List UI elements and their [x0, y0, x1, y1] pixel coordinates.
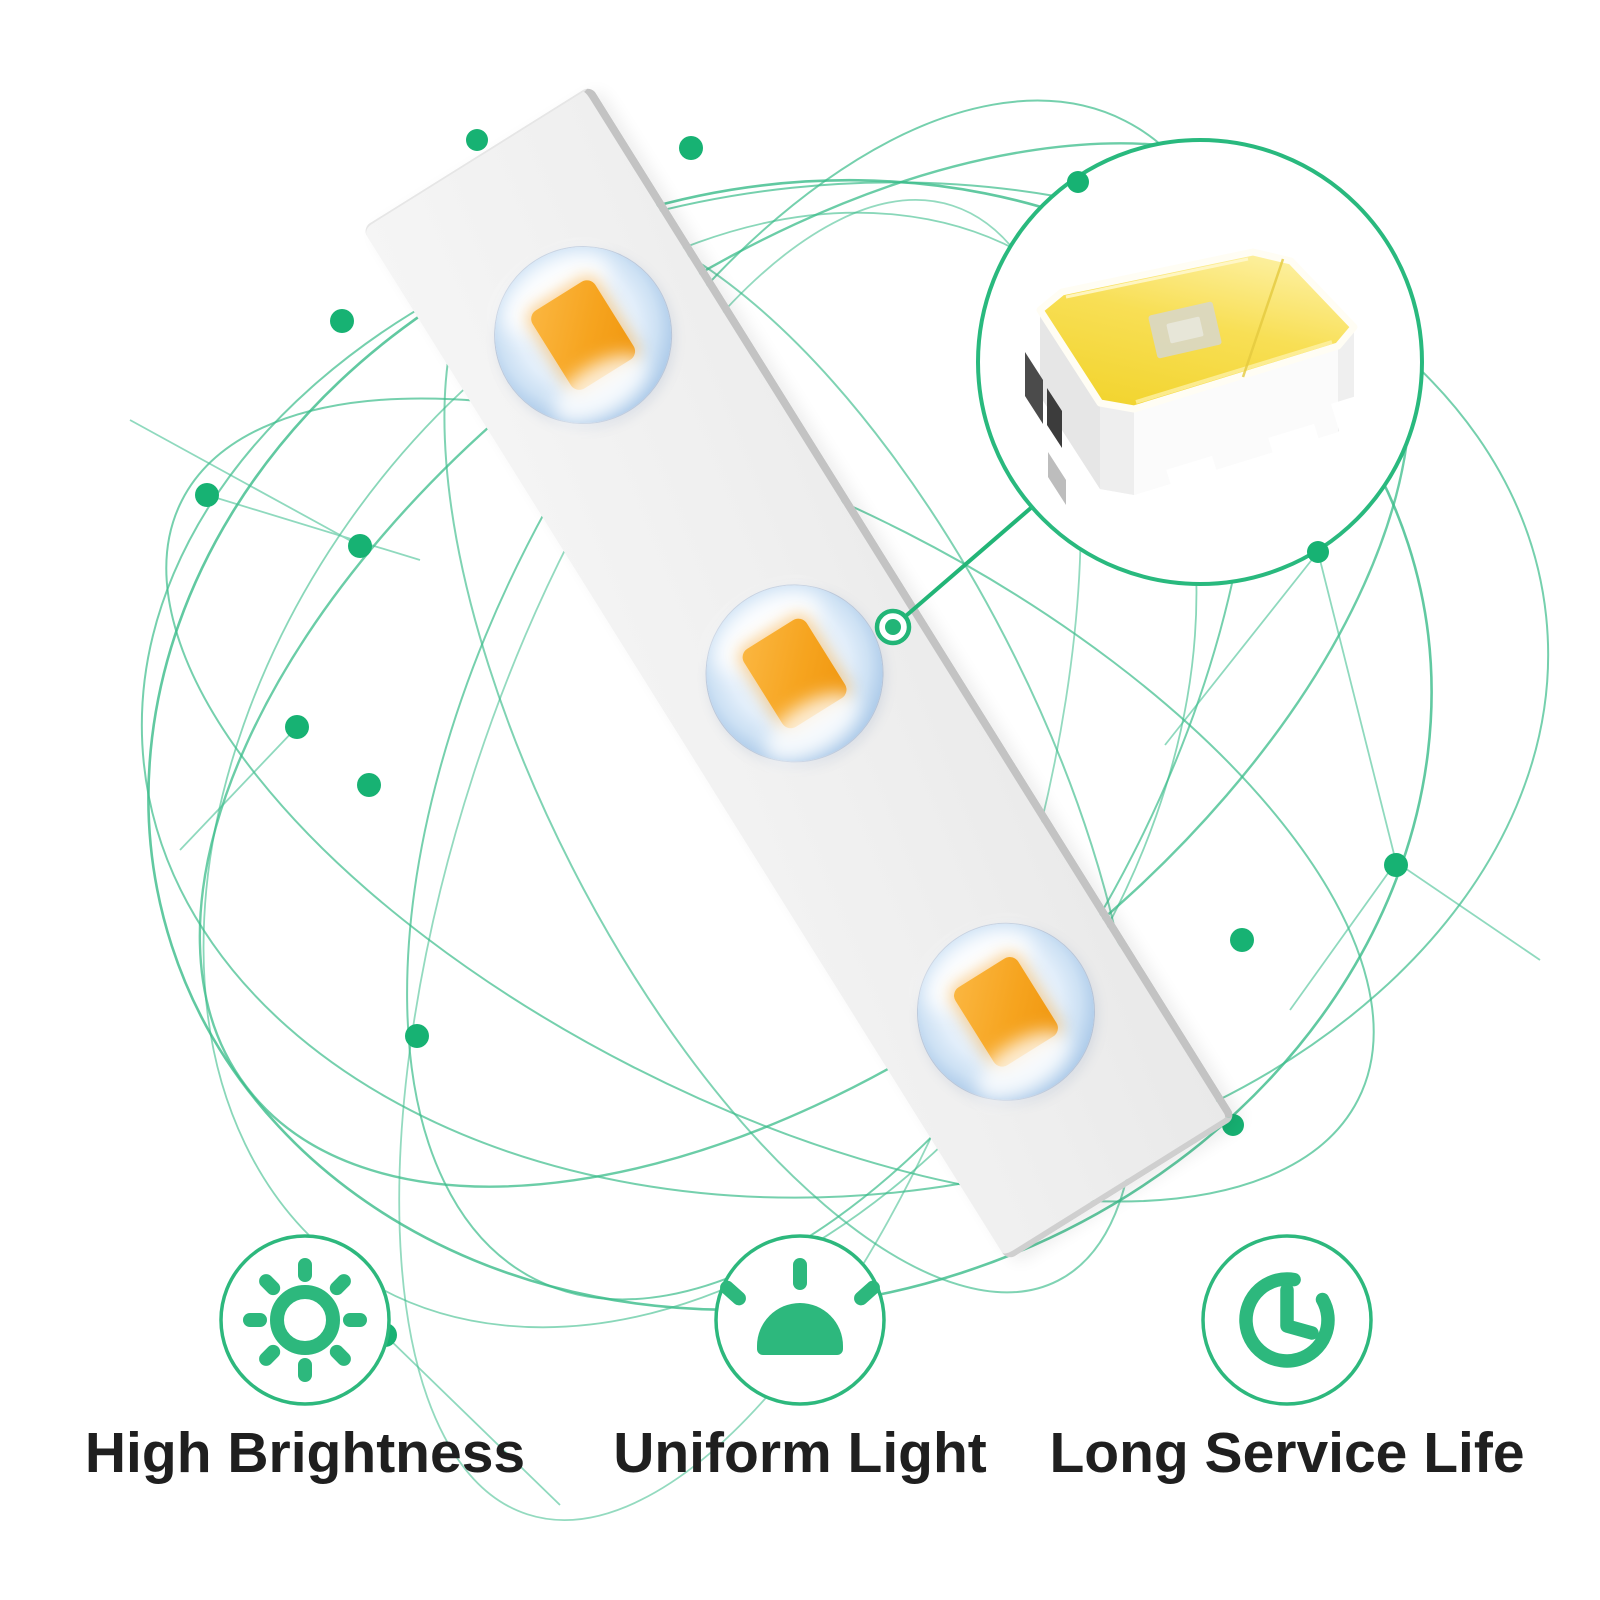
- uniform-light-icon: [714, 1234, 886, 1406]
- smd-led-chip: [1025, 248, 1376, 511]
- circle-edge-dot: [1307, 541, 1329, 563]
- network-chords: [129, 419, 1541, 1506]
- feature-label-long-service-life: Long Service Life: [1049, 1421, 1525, 1485]
- sun-icon: [219, 1234, 391, 1406]
- circle-edge-dot: [1067, 171, 1089, 193]
- connector-node: [874, 608, 912, 646]
- clock-icon: [1201, 1234, 1373, 1406]
- feature-label-uniform-light: Uniform Light: [613, 1421, 987, 1485]
- smd-die-marking: [1148, 301, 1222, 359]
- connector-line: [891, 505, 1034, 629]
- feature-label-high-brightness: High Brightness: [84, 1421, 526, 1485]
